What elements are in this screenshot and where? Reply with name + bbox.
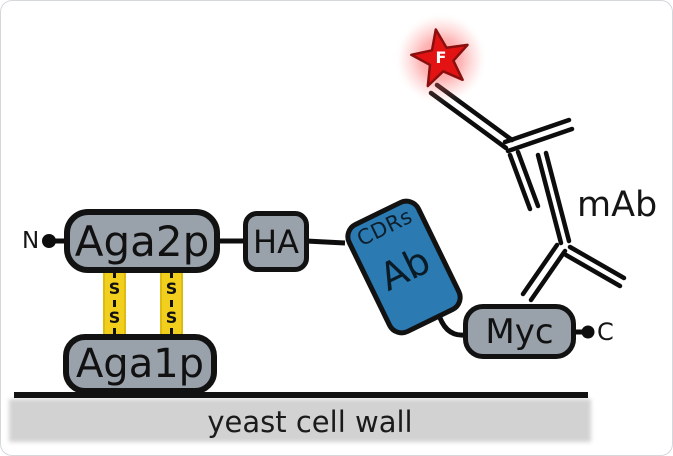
mab-arm-line	[505, 126, 575, 154]
ha-ab-linker	[305, 238, 346, 246]
mab-fab-line	[520, 242, 560, 297]
mab-arm-line	[434, 82, 515, 143]
sulfur-label: S	[165, 307, 178, 327]
ab-fragment-box: CDRs Ab	[339, 193, 469, 341]
mab-arm-line	[428, 90, 509, 151]
mab-chain-line	[515, 149, 541, 209]
c-terminus-label: C	[597, 318, 614, 346]
mab-fab-line	[528, 248, 568, 303]
ab-label: Ab	[372, 238, 438, 300]
aga2p-box: Aga2p	[64, 209, 220, 273]
mab-chain-line	[507, 152, 533, 212]
bond-tick	[113, 271, 116, 278]
disulfide-bond: S S	[160, 270, 183, 336]
sulfur-label: S	[108, 307, 121, 327]
aga2p-label: Aga2p	[74, 216, 210, 266]
bond-tick	[170, 299, 173, 307]
n-terminus-label: N	[22, 228, 40, 254]
mab-fab-line	[567, 244, 627, 281]
mab-fab-line	[563, 252, 623, 289]
ha-label: HA	[253, 222, 299, 261]
mab-arm-line	[502, 117, 572, 145]
bond-tick	[170, 271, 173, 278]
sulfur-label: S	[108, 279, 121, 299]
bond-tick	[113, 328, 116, 335]
cell-wall-band	[9, 399, 591, 442]
cell-wall-line	[14, 392, 588, 398]
disulfide-bond: S S	[103, 270, 126, 336]
mab-label: mAb	[577, 185, 658, 225]
aga1p-label: Aga1p	[75, 341, 205, 387]
myc-label: Myc	[485, 311, 554, 352]
sulfur-label: S	[165, 279, 178, 299]
aga1p-box: Aga1p	[63, 334, 217, 394]
bond-tick	[113, 299, 116, 307]
cell-wall-label: yeast cell wall	[207, 405, 413, 439]
myc-tag-box: Myc	[463, 304, 576, 359]
c-terminus-dot	[581, 325, 595, 339]
n-terminus-dot	[42, 234, 56, 248]
mab-chain-line	[535, 152, 564, 246]
fluorophore-label: F	[435, 48, 447, 67]
ha-tag-box: HA	[243, 211, 309, 272]
bond-tick	[170, 328, 173, 335]
mab-chain-line	[543, 150, 572, 244]
